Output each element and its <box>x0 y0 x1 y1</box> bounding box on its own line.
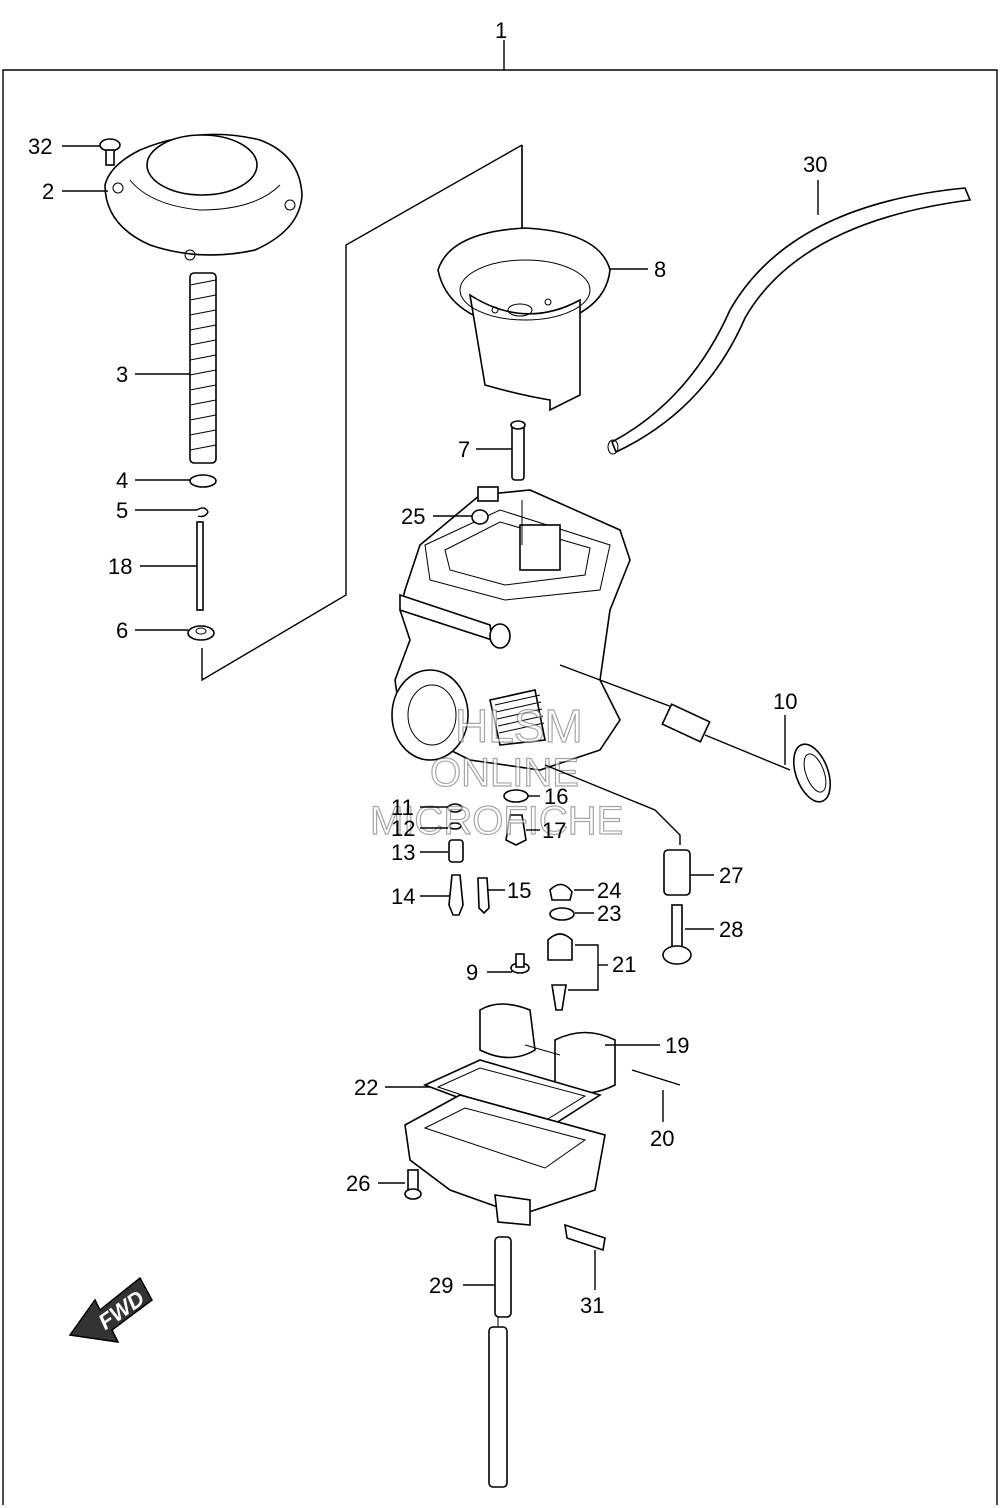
callout-31: 31 <box>580 1293 604 1318</box>
callout-10: 10 <box>773 689 797 714</box>
callout-17: 17 <box>542 818 566 843</box>
callout-14: 14 <box>391 884 415 909</box>
callout-21: 21 <box>612 952 636 977</box>
callout-26: 26 <box>346 1171 370 1196</box>
watermark-line3: MICROFICHE <box>370 799 623 843</box>
o-ring-part <box>447 803 463 813</box>
callout-7: 7 <box>458 437 470 462</box>
callout-12: 12 <box>391 816 415 841</box>
group-bracket-line <box>201 144 523 682</box>
callout-28: 28 <box>719 917 743 942</box>
callout-16: 16 <box>544 784 568 809</box>
watermark-line1: HLSM <box>455 700 583 752</box>
callout-32: 32 <box>28 134 52 159</box>
callout-22: 22 <box>354 1075 378 1100</box>
callout-15: 15 <box>507 878 531 903</box>
washer-small-part <box>448 822 462 830</box>
callout-18: 18 <box>108 554 132 579</box>
bowl-bolt-part <box>404 1169 422 1200</box>
screw-9-part <box>510 953 530 974</box>
callout-8: 8 <box>654 257 666 282</box>
vent-hose-part <box>607 187 972 455</box>
fwd-arrow-icon: FWD <box>68 1276 153 1343</box>
pilot-screw-part <box>448 874 464 916</box>
float-pin-part <box>631 1069 681 1086</box>
pilot-jet-part <box>477 877 490 915</box>
callout-29: 29 <box>429 1273 453 1298</box>
assembly-frame <box>2 40 998 1505</box>
spring-part <box>189 272 217 464</box>
callout-3: 3 <box>116 362 128 387</box>
throttle-screw-part <box>510 420 526 481</box>
callout-1: 1 <box>495 18 507 43</box>
carburetor-body-part <box>391 486 631 771</box>
o-ring-23-part <box>549 907 575 921</box>
washer-part <box>189 474 217 488</box>
callout-11: 11 <box>391 795 414 820</box>
drain-hose-part <box>488 1236 512 1488</box>
callout-5: 5 <box>116 498 128 523</box>
watermark-line2: ONLINE <box>430 751 579 795</box>
callout-27: 27 <box>719 863 743 888</box>
callout-19: 19 <box>665 1033 689 1058</box>
callout-24: 24 <box>597 878 621 903</box>
needle-valve-part <box>547 933 608 1011</box>
callout-6: 6 <box>116 618 128 643</box>
starter-plunger-part <box>559 664 832 803</box>
main-jet-part <box>505 814 527 846</box>
callout-9: 9 <box>466 960 478 985</box>
spring-27-part <box>663 849 691 896</box>
callout-23: 23 <box>597 901 621 926</box>
callout-20: 20 <box>650 1126 674 1151</box>
float-part <box>479 1003 616 1095</box>
float-bowl-part <box>404 1059 606 1226</box>
drain-screw-part <box>564 1223 606 1252</box>
top-cover-part <box>104 133 303 261</box>
diaphragm-piston-part <box>437 227 611 412</box>
cap-part <box>549 883 573 901</box>
spacer-part <box>187 625 215 641</box>
callout-13: 13 <box>391 840 415 865</box>
idle-screw-part <box>662 904 692 965</box>
callout-4: 4 <box>116 468 128 493</box>
callout-25: 25 <box>401 504 425 529</box>
jet-needle-part <box>196 521 204 611</box>
callout-labels: 1 32 2 3 4 5 18 6 8 30 7 25 10 11 12 13 … <box>28 18 827 1318</box>
clip-part <box>196 507 209 518</box>
callout-30: 30 <box>803 152 827 177</box>
cover-screw-part <box>99 138 121 166</box>
callout-2: 2 <box>42 179 54 204</box>
watermark: HLSM ONLINE MICROFICHE <box>369 699 624 843</box>
leader-lines <box>62 145 819 1290</box>
small-spring-part <box>448 839 464 863</box>
